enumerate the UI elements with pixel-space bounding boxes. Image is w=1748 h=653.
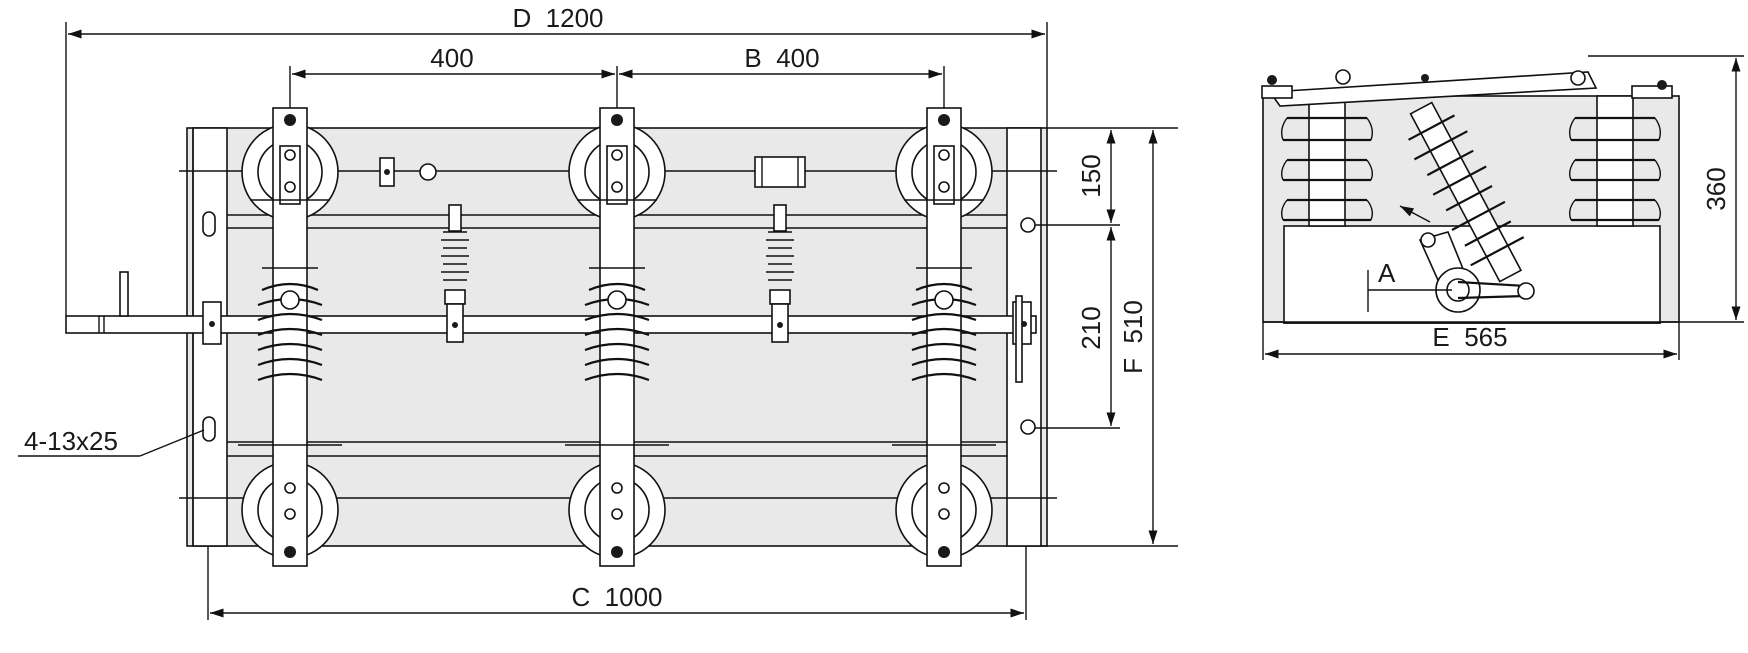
interlock-pin xyxy=(419,163,437,181)
shaft-lever xyxy=(119,271,129,317)
operating-shaft xyxy=(65,315,1037,334)
slot-callout: 4-13x25 xyxy=(24,426,118,456)
fuse-holder xyxy=(754,156,806,188)
arrester-left xyxy=(441,204,469,343)
front-view: D 1200 400 B 400 C 1000 4-13x25 150 210 … xyxy=(18,3,1178,620)
dim-middle-height: 210 xyxy=(1076,306,1106,349)
phase-pole-3 xyxy=(892,107,996,567)
mount-slot-top-right xyxy=(1020,217,1036,233)
side-view: A E 565 360 xyxy=(1261,55,1744,360)
mount-slot-bottom-left xyxy=(202,416,216,442)
phase-pole-1 xyxy=(238,107,342,567)
dim-overall-width: D 1200 xyxy=(512,3,603,33)
side-insulator-right xyxy=(1568,95,1662,227)
dim-upper-height: 150 xyxy=(1076,154,1106,197)
dim-phase-spacing-right: B 400 xyxy=(744,43,819,73)
arrester-right xyxy=(766,204,794,343)
dim-side-width: E 565 xyxy=(1432,322,1507,352)
side-top-blade xyxy=(1268,71,1598,107)
dim-total-depth: F 510 xyxy=(1118,300,1148,374)
side-inclined-arrester xyxy=(1408,101,1525,283)
mount-slot-bottom-right xyxy=(1020,419,1036,435)
side-angle-label: A xyxy=(1378,258,1396,288)
mount-slot-top-left xyxy=(202,211,216,237)
phase-pole-2 xyxy=(565,107,669,567)
dim-side-height: 360 xyxy=(1701,167,1731,210)
dim-phase-spacing-left: 400 xyxy=(430,43,473,73)
dim-mount-spacing: C 1000 xyxy=(571,582,662,612)
